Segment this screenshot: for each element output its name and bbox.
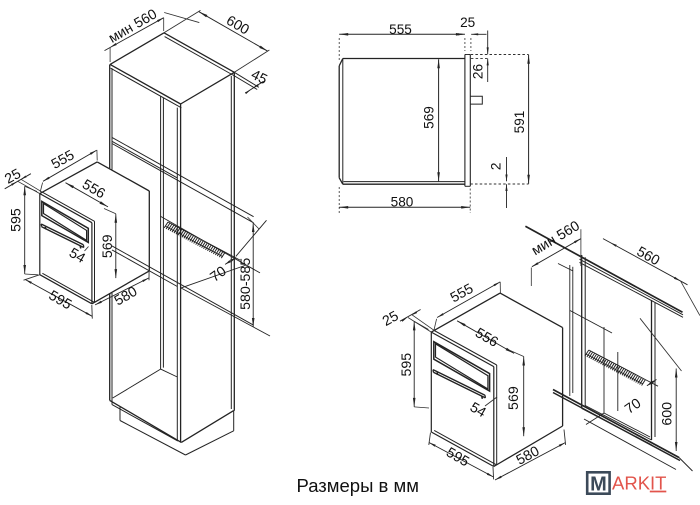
svg-text:ARKIT: ARKIT xyxy=(612,473,666,494)
svg-text:569: 569 xyxy=(100,234,116,258)
svg-text:54: 54 xyxy=(467,399,489,421)
svg-text:555: 555 xyxy=(389,22,412,37)
svg-text:Размеры в мм: Размеры в мм xyxy=(297,475,419,496)
svg-text:мин 560: мин 560 xyxy=(106,6,160,46)
svg-text:2: 2 xyxy=(488,163,503,171)
svg-text:580-585: 580-585 xyxy=(238,258,254,310)
svg-text:M: M xyxy=(590,474,607,496)
svg-text:45: 45 xyxy=(248,67,269,88)
svg-text:595: 595 xyxy=(399,353,415,377)
svg-text:25: 25 xyxy=(2,166,24,188)
svg-text:595: 595 xyxy=(9,208,25,232)
svg-text:580: 580 xyxy=(391,194,414,209)
svg-text:556: 556 xyxy=(472,325,501,351)
svg-text:555: 555 xyxy=(49,147,78,173)
svg-text:591: 591 xyxy=(512,111,527,134)
svg-text:569: 569 xyxy=(422,106,437,129)
svg-text:555: 555 xyxy=(448,281,477,307)
svg-text:600: 600 xyxy=(223,13,252,39)
svg-text:600: 600 xyxy=(660,402,676,426)
svg-text:569: 569 xyxy=(506,386,522,410)
svg-text:560: 560 xyxy=(634,244,663,270)
svg-text:54: 54 xyxy=(66,245,88,267)
svg-text:580: 580 xyxy=(112,284,141,310)
svg-text:26: 26 xyxy=(471,64,486,79)
svg-text:556: 556 xyxy=(79,177,108,203)
svg-text:25: 25 xyxy=(460,15,475,30)
svg-text:70: 70 xyxy=(622,395,644,417)
svg-text:580: 580 xyxy=(514,443,543,468)
svg-text:70: 70 xyxy=(207,263,229,285)
svg-text:25: 25 xyxy=(380,308,402,330)
